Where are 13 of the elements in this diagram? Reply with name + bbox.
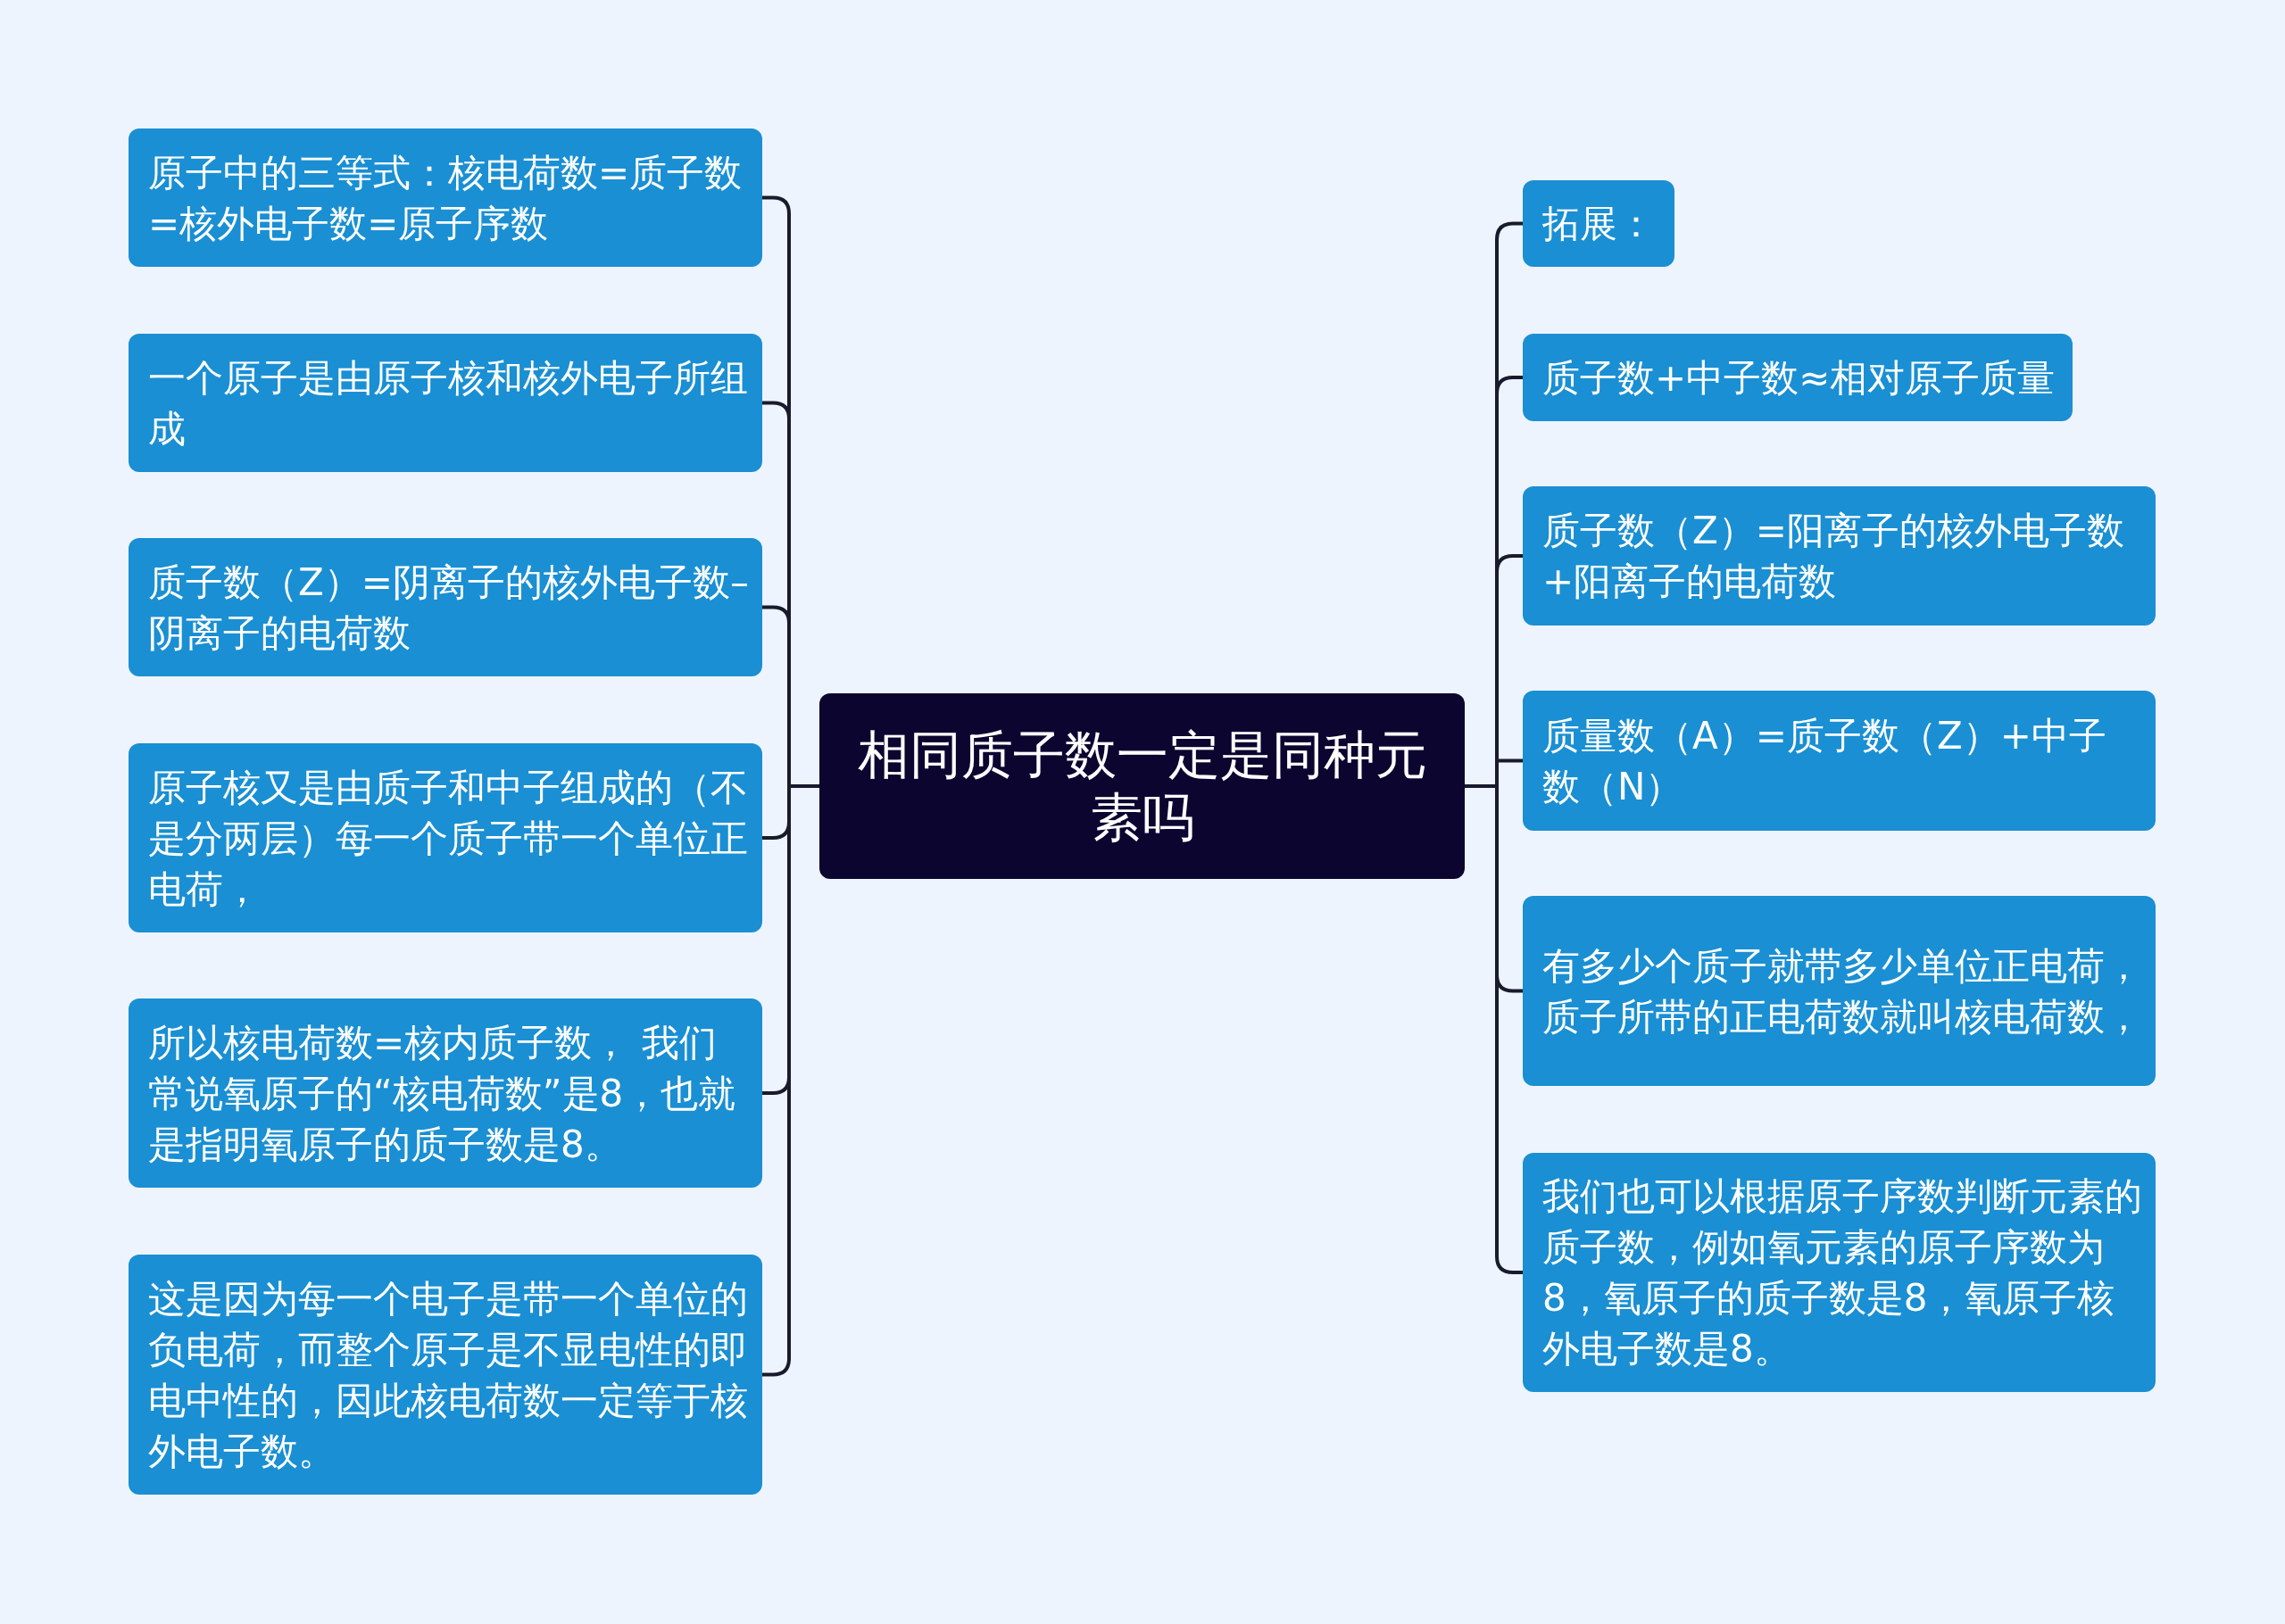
subtopic-box: 我们也可以根据原子序数判断元素的质子数，例如氧元素的原子序数为8，氧原子的质子数是8，氧原子核外电子数是8。 [1523, 1153, 2156, 1392]
subtopic-box: 这是因为每一个电子是带一个单位的负电荷，而整个原子是不显电性的即电中性的，因此核电荷数一定等于核外电子数。 [129, 1255, 762, 1495]
subtopic-box: 有多少个质子就带多少单位正电荷，质子所带的正电荷数就叫核电荷数， [1523, 896, 2156, 1086]
subtopic-box: 所以核电荷数=核内质子数， 我们常说氧原子的“核电荷数”是8，也就是指明氧原子的质子数是8。 [129, 998, 762, 1188]
subtopic-box: 质子数（Z）=阳离子的核外电子数+阳离子的电荷数 [1523, 486, 2156, 626]
subtopic-box: 一个原子是由原子核和核外电子所组成 [129, 334, 762, 472]
topic-box: 相同质子数一定是同种元素吗 [819, 693, 1465, 879]
subtopic-box: 拓展： [1523, 180, 1674, 267]
subtopic-box: 质量数（A）=质子数（Z）+中子数（N） [1523, 691, 2156, 831]
subtopic-box: 原子中的三等式：核电荷数=质子数=核外电子数=原子序数 [129, 128, 762, 267]
subtopic-box: 原子核又是由质子和中子组成的（不是分两层）每一个质子带一个单位正电荷， [129, 743, 762, 932]
subtopic-box: 质子数（Z）=阴离子的核外电子数–阴离子的电荷数 [129, 538, 762, 676]
subtopic-box: 质子数+中子数≈相对原子质量 [1523, 334, 2073, 421]
